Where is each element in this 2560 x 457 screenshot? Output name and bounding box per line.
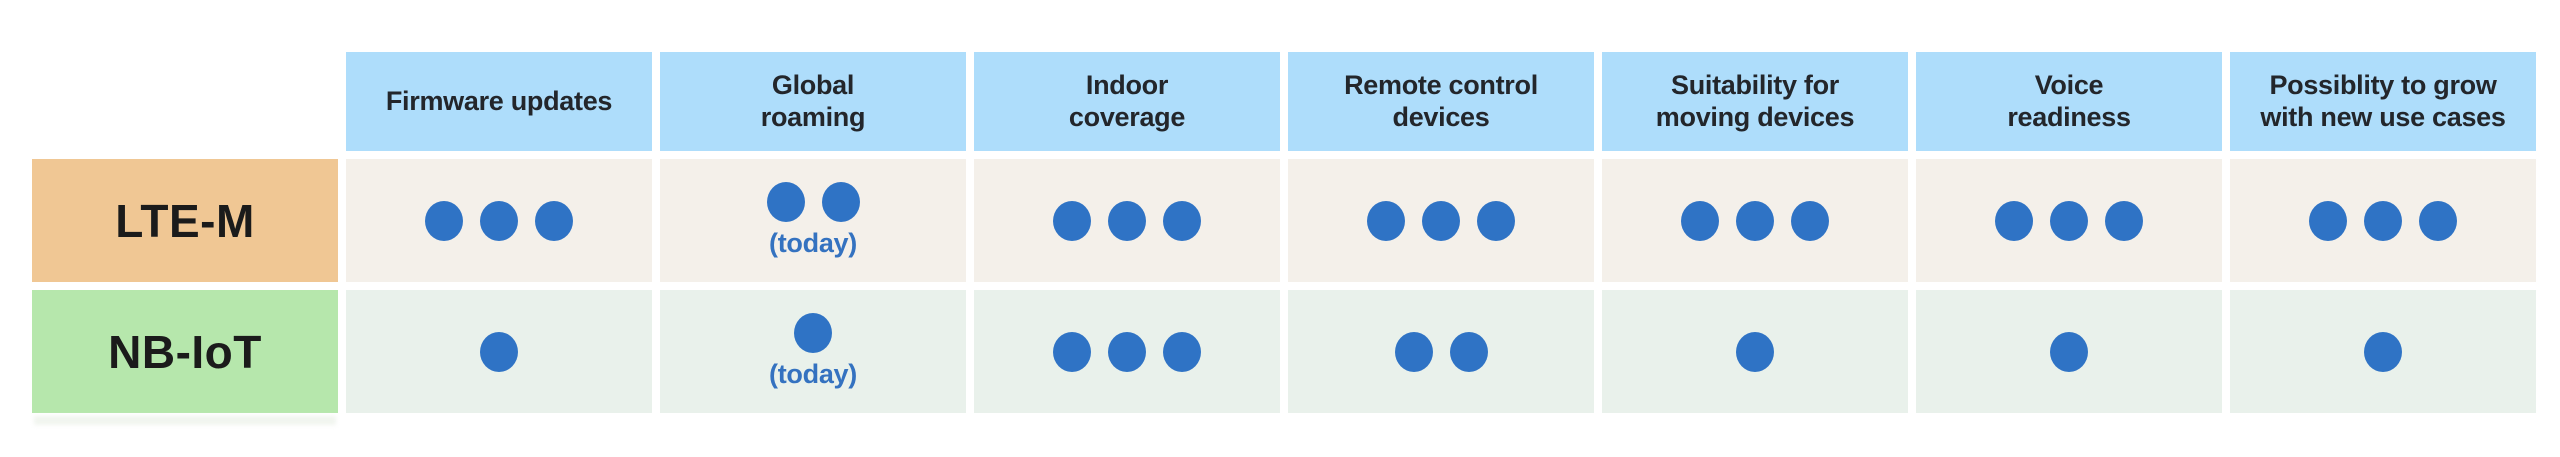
dot-group — [1995, 200, 2143, 241]
dot-group — [480, 331, 518, 372]
rating-dot-icon — [1449, 331, 1488, 372]
rating-dot-icon — [1394, 331, 1433, 372]
rating-cell — [346, 290, 652, 413]
rating-dot-icon — [2419, 200, 2457, 241]
column-header-indoor-coverage: Indoor coverage — [974, 52, 1280, 151]
rating-dot-icon — [1422, 200, 1460, 241]
rating-dot-icon — [1736, 200, 1774, 241]
rating-dot-icon — [1108, 331, 1146, 372]
today-note: (today) — [769, 359, 857, 389]
today-note: (today) — [769, 228, 857, 258]
dot-group — [766, 182, 860, 222]
dot-group — [2050, 331, 2088, 372]
rating-cell — [974, 290, 1280, 413]
column-header-remote-control-devices: Remote control devices — [1288, 52, 1594, 151]
row-label-lte-m: LTE-M — [32, 159, 338, 282]
rating-dot-icon — [1736, 331, 1774, 372]
dot-group — [1681, 200, 1829, 241]
rating-dot-icon — [2105, 200, 2143, 241]
rating-cell — [974, 159, 1280, 282]
dot-group — [2309, 200, 2457, 241]
rating-dot-icon — [821, 182, 860, 222]
corner-spacer — [32, 52, 338, 151]
dot-group — [1736, 331, 1774, 372]
rating-cell — [1602, 159, 1908, 282]
rating-dot-icon — [2364, 200, 2402, 241]
rating-dot-icon — [1163, 200, 1201, 241]
rating-dot-icon — [1995, 200, 2033, 241]
rating-dot-icon — [1163, 331, 1201, 372]
column-header-possiblity-to-grow-with-new-use-cases: Possiblity to grow with new use cases — [2230, 52, 2536, 151]
dot-group — [1053, 200, 1201, 241]
column-header-global-roaming: Global roaming — [660, 52, 966, 151]
rating-dot-icon — [2050, 331, 2088, 372]
rating-dot-icon — [2309, 200, 2347, 241]
rating-cell — [2230, 159, 2536, 282]
rating-cell — [1288, 290, 1594, 413]
rating-dot-icon — [2364, 331, 2402, 372]
dot-group — [794, 313, 832, 353]
rating-cell — [346, 159, 652, 282]
rating-dot-icon — [1053, 331, 1091, 372]
rating-dot-icon — [2050, 200, 2088, 241]
dot-group — [1394, 331, 1488, 372]
rating-dot-icon — [425, 200, 463, 241]
rating-cell: (today) — [660, 159, 966, 282]
dot-group — [2364, 331, 2402, 372]
rating-dot-icon — [480, 331, 518, 372]
rating-cell — [1916, 159, 2222, 282]
rating-dot-icon — [766, 182, 805, 222]
rating-dot-icon — [794, 313, 832, 353]
row-label-nb-iot: NB-IoT — [32, 290, 338, 413]
rating-dot-icon — [1791, 200, 1829, 241]
dot-group — [1053, 331, 1201, 372]
rating-cell: (today) — [660, 290, 966, 413]
dot-group — [425, 200, 573, 241]
rating-cell — [1916, 290, 2222, 413]
rating-dot-icon — [535, 200, 573, 241]
rating-dot-icon — [1477, 200, 1515, 241]
column-header-suitability-for-moving-devices: Suitability for moving devices — [1602, 52, 1908, 151]
label-column-shadow — [34, 416, 336, 425]
dot-group — [1367, 200, 1515, 241]
rating-cell — [2230, 290, 2536, 413]
rating-cell — [1288, 159, 1594, 282]
rating-dot-icon — [1681, 200, 1719, 241]
rating-dot-icon — [1108, 200, 1146, 241]
rating-dot-icon — [480, 200, 518, 241]
rating-cell — [1602, 290, 1908, 413]
column-header-voice-readiness: Voice readiness — [1916, 52, 2222, 151]
rating-dot-icon — [1367, 200, 1405, 241]
rating-dot-icon — [1053, 200, 1091, 241]
column-header-firmware-updates: Firmware updates — [346, 52, 652, 151]
